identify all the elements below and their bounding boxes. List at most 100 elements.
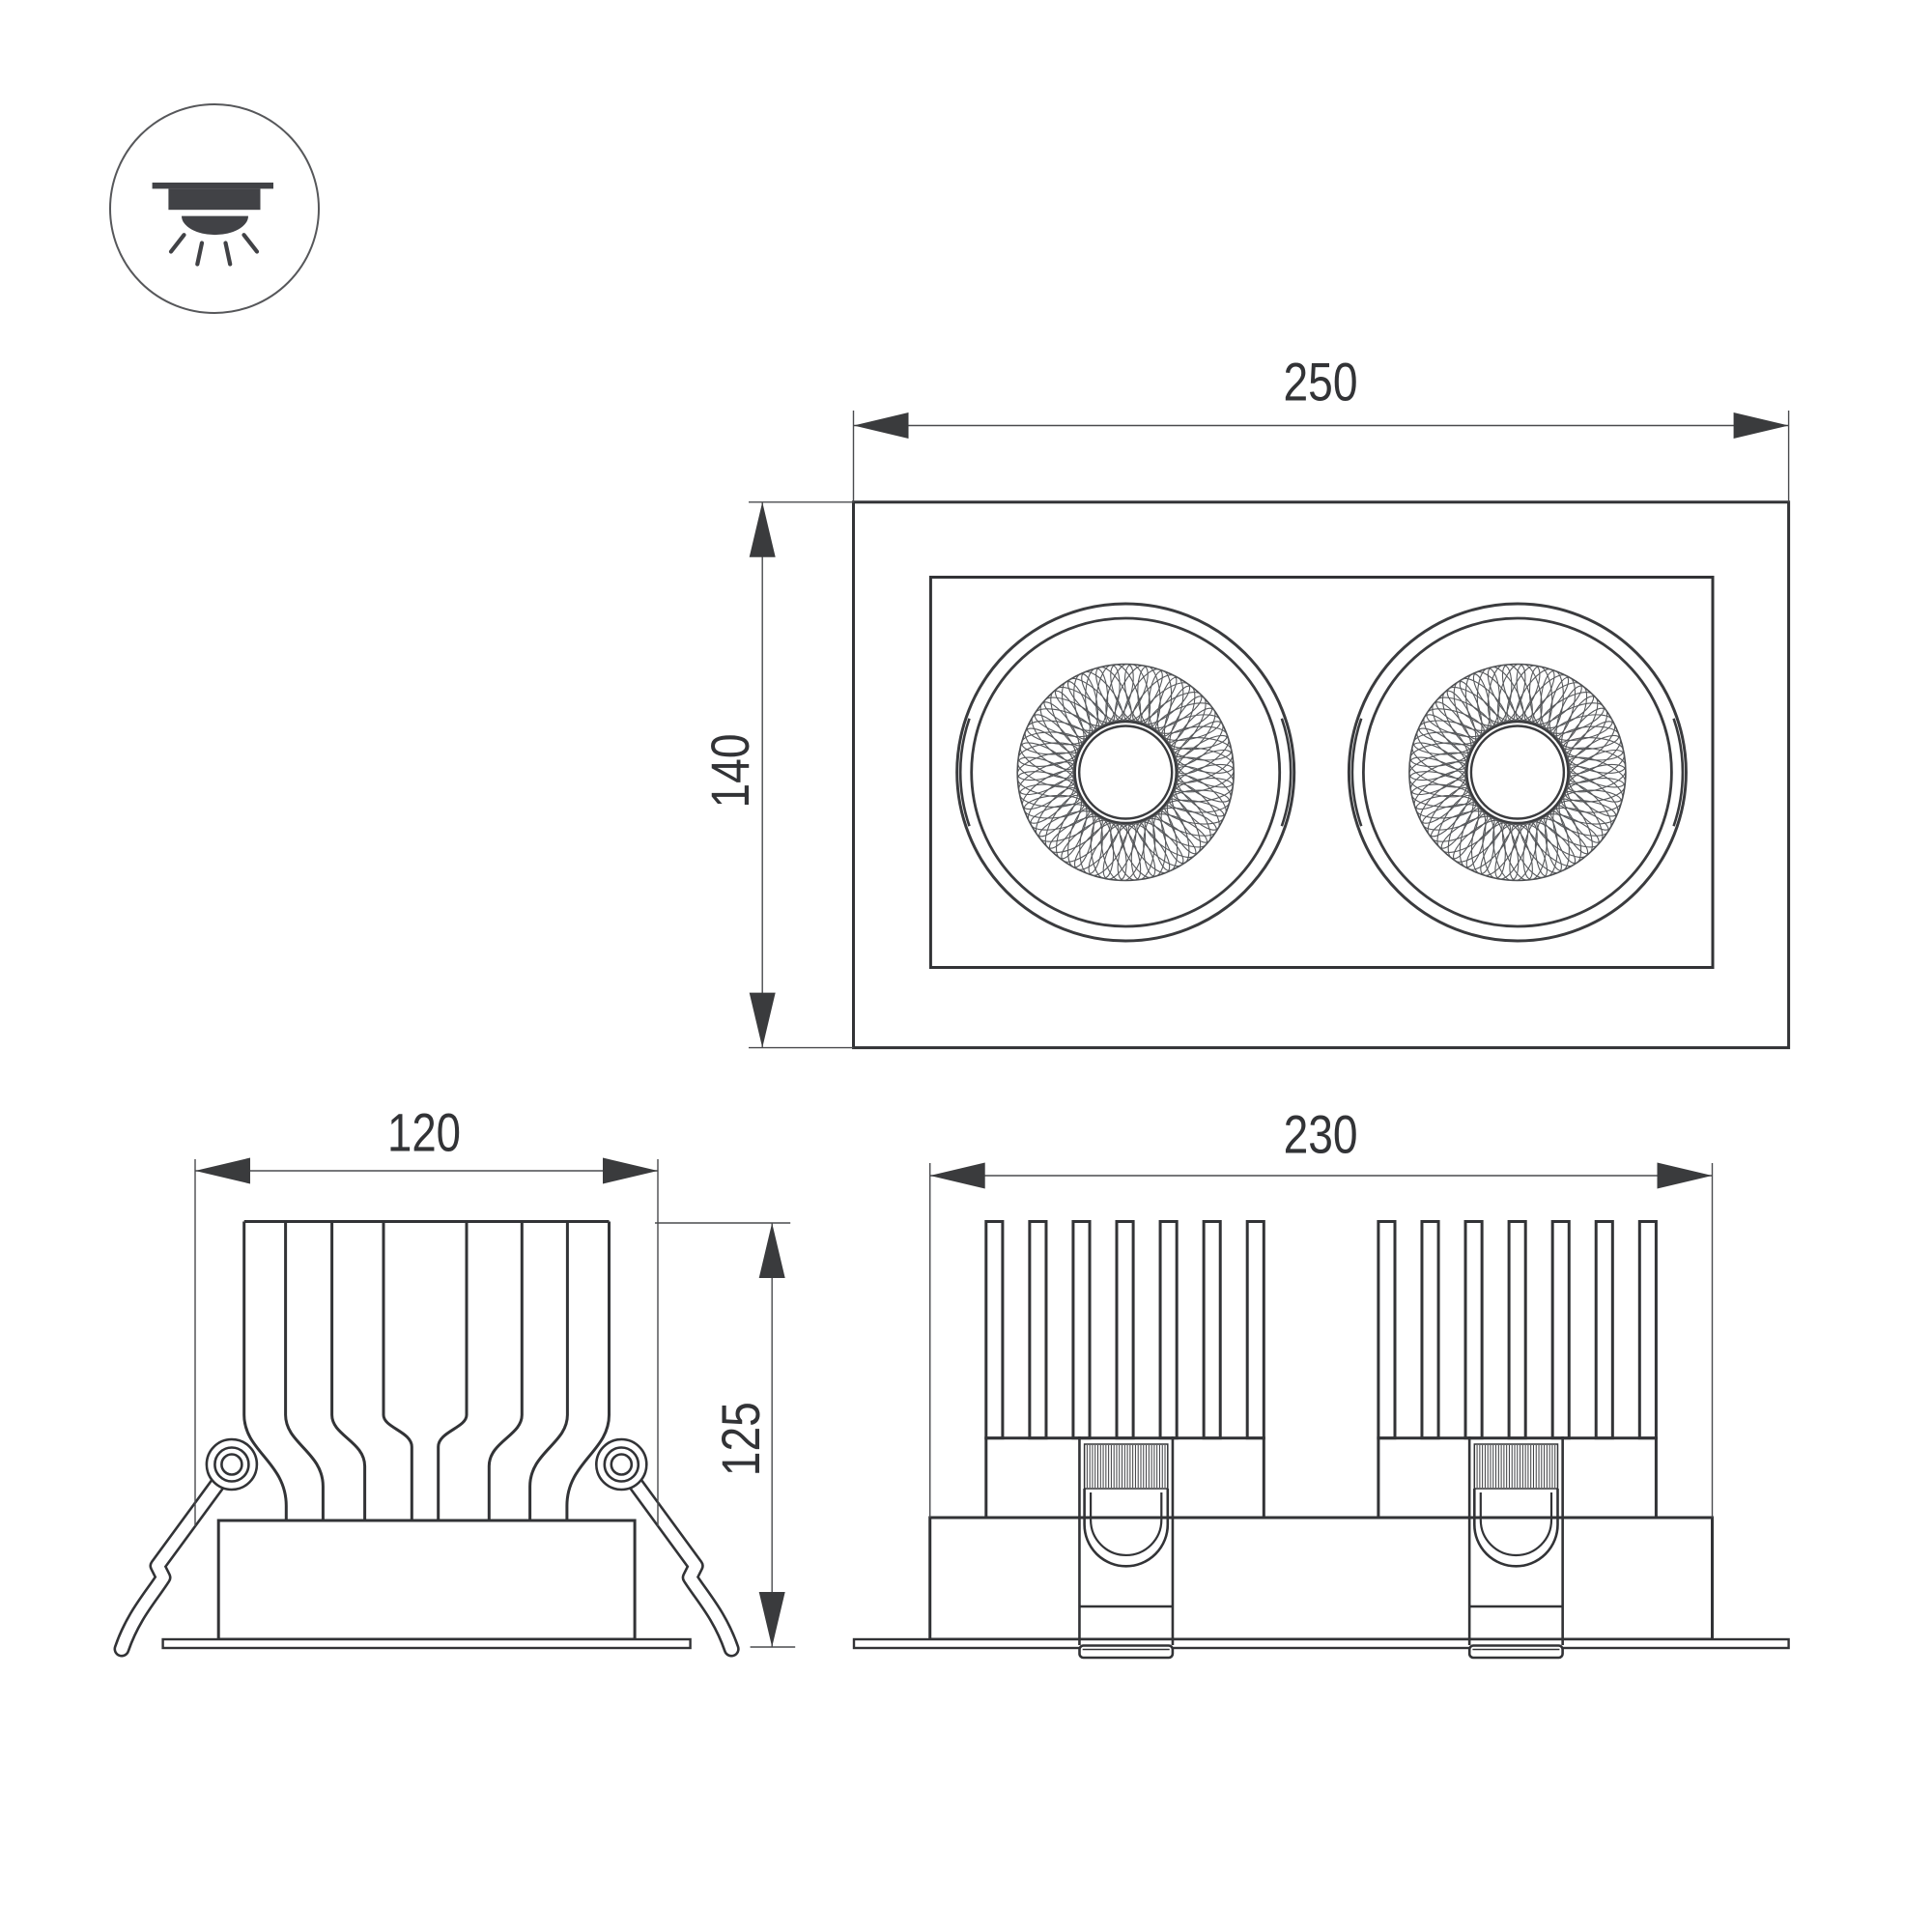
heatsink-block-right <box>1377 1220 1658 1520</box>
mount-clip-right <box>1467 1436 1564 1660</box>
mesh-loop <box>1408 771 1469 798</box>
mesh-loop <box>1408 756 1467 788</box>
heatsink-fins-front <box>1377 1220 1658 1440</box>
mesh-loop <box>1035 786 1078 838</box>
arrowhead <box>1733 412 1789 439</box>
reflector-mesh <box>1016 664 1235 881</box>
mesh-loop <box>1019 783 1081 808</box>
mesh-loop <box>1410 783 1472 808</box>
mesh-loop <box>1067 808 1094 868</box>
mesh-loop <box>1528 821 1577 867</box>
mesh-loop <box>1132 674 1178 723</box>
heatsink-fins-front <box>984 1220 1265 1440</box>
mesh-loop <box>1447 802 1480 860</box>
mesh-loop <box>1026 720 1088 746</box>
mesh-loop <box>1163 685 1196 743</box>
mesh-loop <box>1416 727 1467 770</box>
mesh-loop <box>1540 669 1564 731</box>
mesh-loop <box>1472 670 1516 722</box>
mesh-loop <box>1430 810 1489 842</box>
mesh-loop <box>1110 822 1142 881</box>
mesh-loop <box>1169 789 1231 813</box>
mesh-loop <box>1487 667 1524 722</box>
mesh-loop <box>1558 725 1620 751</box>
mesh-loop <box>1123 668 1163 722</box>
body-width-dimension <box>929 1163 1714 1518</box>
mesh-loop <box>1435 696 1492 731</box>
mesh-loop <box>1413 770 1466 810</box>
arrowhead <box>758 1223 785 1278</box>
mount-clip-left <box>1078 1436 1175 1660</box>
mesh-loop <box>1079 813 1103 875</box>
heatsink-fin-line <box>284 1221 325 1520</box>
mesh-loop <box>1418 720 1479 746</box>
mesh-loop <box>1114 665 1149 722</box>
mesh-loop <box>1018 761 1075 796</box>
front-width-label: 250 <box>1284 352 1358 412</box>
mesh-loop <box>1169 696 1207 751</box>
mesh-loop <box>1423 714 1469 762</box>
clip-strap-inner <box>1090 1492 1163 1557</box>
heatsink-fin-tooth <box>1420 1220 1440 1440</box>
body-housing-box <box>928 1516 1714 1641</box>
mesh-loop <box>1509 822 1538 881</box>
arrowhead <box>758 1592 785 1647</box>
mesh-loop <box>1494 823 1529 880</box>
mesh-loop <box>1544 813 1600 848</box>
mesh-loop <box>1427 786 1470 838</box>
mesh-loop <box>1563 737 1624 761</box>
gimbal-arc-right <box>1280 718 1293 827</box>
side-housing-box <box>216 1519 637 1641</box>
mesh-loop <box>1130 819 1156 880</box>
mesh-loop <box>1480 823 1520 876</box>
side-height-dimension <box>655 1222 796 1648</box>
mesh-loop <box>1140 682 1191 725</box>
arrowhead <box>603 1157 658 1184</box>
mesh-loop <box>1553 714 1613 741</box>
icon-light-rays <box>168 233 260 267</box>
mesh-loop <box>1453 819 1503 863</box>
lamp-left <box>955 602 1296 943</box>
heatsink-fin-tooth <box>1507 1220 1527 1440</box>
mesh-loop <box>1073 673 1098 734</box>
mesh-loop <box>1492 820 1520 881</box>
mesh-loop <box>1055 802 1088 860</box>
clip-foot-plate <box>1467 1644 1564 1660</box>
front-outer-frame <box>852 500 1791 1050</box>
mesh-loop <box>1100 820 1127 881</box>
lamp-right <box>1347 602 1688 943</box>
mesh-loop <box>1511 823 1548 878</box>
mesh-loop <box>1569 734 1622 775</box>
arrowhead <box>1657 1162 1713 1189</box>
arrowhead <box>749 992 776 1048</box>
mesh-loop <box>1564 778 1626 803</box>
mesh-loop <box>1021 770 1075 810</box>
recessed-downlight-icon <box>109 103 320 314</box>
mesh-loop <box>1568 775 1619 817</box>
clip-screw-knurl <box>1476 1445 1556 1488</box>
mesh-loop <box>1523 674 1570 723</box>
mesh-loop <box>1160 805 1190 865</box>
mesh-loop <box>1520 823 1562 874</box>
mesh-loop <box>1143 815 1167 877</box>
icon-ceiling-bar <box>152 183 273 189</box>
heatsink-block-left <box>984 1220 1265 1520</box>
mesh-loop <box>1436 794 1474 849</box>
mesh-loop <box>1534 815 1559 877</box>
reflector-mesh <box>1408 664 1627 881</box>
heatsink-fin-line <box>487 1221 524 1520</box>
mesh-loop <box>1440 815 1495 853</box>
mesh-loop <box>1569 765 1624 803</box>
mesh-loop <box>1528 666 1553 727</box>
heatsink-fin-tooth <box>1158 1220 1179 1440</box>
mesh-loop <box>1470 813 1495 875</box>
heatsink-fin-tooth <box>1071 1220 1092 1440</box>
mesh-loop <box>1522 819 1548 880</box>
body-front-view: 230 <box>852 1104 1790 1660</box>
clip-pivot-left <box>205 1437 259 1492</box>
mesh-loop <box>1501 664 1533 723</box>
mesh-loop <box>1166 725 1228 751</box>
mesh-loop <box>1090 817 1115 879</box>
front-inner-frame <box>928 576 1715 969</box>
